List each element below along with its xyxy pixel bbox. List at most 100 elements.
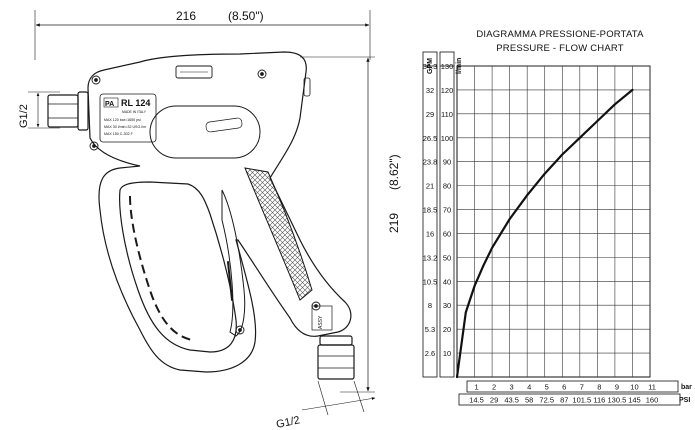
y-primary-column (439, 51, 455, 378)
x-tick-label: 10 (630, 383, 638, 392)
x-tick-label: 2 (492, 383, 496, 392)
plate-line1: MAX 120 bar=1650 psi (104, 118, 141, 122)
plate-model: RL 124 (121, 98, 150, 108)
pressure-flow-chart: DIAGRAMMA PRESSIONE-PORTATA PRESSURE - F… (422, 29, 692, 406)
x-secondary-tick-label: 43.5 (504, 396, 519, 405)
y-tick-label: 70 (443, 206, 451, 215)
chart-series (455, 88, 634, 379)
y-tick-label: 110 (441, 110, 453, 119)
y-secondary-tick-label: 2.6 (425, 349, 435, 358)
spray-gun-drawing: 216 (8.50") 219 (8.62") G1/2 (18, 9, 401, 430)
curve-point (614, 103, 616, 106)
width-dim-label: 216 (176, 9, 196, 23)
plate-brand: PA (105, 101, 114, 108)
safety-lever (149, 105, 261, 159)
x-tick-label: 8 (597, 383, 601, 392)
y-tick-label: 50 (443, 253, 451, 262)
x-secondary-tick-label: 29 (490, 396, 498, 405)
y-tick-label: 20 (443, 325, 451, 334)
x-tick-label: 11 (648, 383, 656, 392)
y-secondary-tick-label: 34.3 (423, 62, 438, 71)
width-dimension (34, 10, 371, 60)
curve-point (482, 264, 485, 267)
lever-badge (205, 117, 243, 133)
screws (89, 69, 321, 335)
curve-point (631, 89, 634, 91)
y-secondary-tick-label: 26.5 (423, 134, 438, 143)
chart-grid (456, 65, 651, 378)
grip-channel (129, 195, 193, 341)
inlet-nut (47, 91, 89, 131)
x-secondary-tick-label: 116 (593, 396, 605, 405)
x-secondary-tick-label: 87 (560, 396, 568, 405)
x-secondary-row (458, 393, 681, 406)
y-tick-label: 30 (443, 301, 451, 310)
x-tick-label: 1 (474, 383, 478, 392)
x-tick-label: 6 (562, 383, 566, 392)
y-tick-label: 60 (443, 229, 451, 238)
x-tick-label: 4 (527, 383, 531, 392)
x-secondary-tick-label: 145 (628, 396, 641, 405)
x-secondary-tick-label: 58 (525, 396, 533, 405)
height-dim-label: 219 (387, 213, 401, 233)
grip-window (119, 181, 237, 353)
plot-frame (456, 65, 651, 378)
x-tick-label: 3 (510, 383, 514, 392)
y-secondary-tick-label: 5.3 (425, 325, 435, 334)
svg-text:ASSY: ASSY (318, 315, 324, 329)
curve-point (508, 218, 511, 221)
plate-made-in: MADE IN ITALY (122, 110, 147, 114)
outlet-nut (317, 335, 355, 380)
y-tick-label: 120 (441, 86, 454, 95)
height-dimension (300, 56, 375, 393)
y-tick-label: 80 (443, 182, 451, 191)
curve-point (561, 153, 564, 156)
y-unit-label: l/min (456, 58, 463, 74)
width-dim-inch-label: (8.50") (228, 9, 264, 23)
plate-line2: MAX 30 l/min=32 USG.l/m (104, 125, 146, 129)
y-secondary-tick-label: 23.8 (423, 158, 438, 167)
x-secondary-tick-label: 14.5 (469, 396, 484, 405)
curve-point (473, 285, 476, 287)
y-secondary-tick-label: 18.5 (423, 206, 438, 215)
y-secondary-tick-label: 8 (428, 301, 432, 310)
curve-point (596, 120, 599, 122)
curve-point (543, 172, 546, 175)
x-primary-row (466, 380, 679, 393)
x-unit-label: bar (681, 384, 692, 391)
outlet-thread-dimension (301, 380, 376, 416)
y-secondary-tick-label: 10.5 (423, 277, 438, 286)
y-axis-columns (422, 51, 455, 378)
tick-labels: 1020304050607080901001101201302.65.3810.… (423, 62, 659, 405)
y-tick-label: 40 (443, 277, 451, 286)
curve-point (491, 246, 493, 249)
y-tick-label: 100 (441, 134, 454, 143)
curve-point (526, 194, 529, 197)
x-secondary-tick-label: 160 (646, 396, 659, 405)
outlet-thread-label: G1/2 (275, 414, 301, 430)
top-slot (175, 65, 213, 79)
x-tick-label: 7 (580, 383, 584, 392)
handle-knurl (244, 167, 313, 301)
x-tick-label: 5 (545, 383, 549, 392)
gun-body-outline (87, 51, 352, 373)
y-secondary-tick-label: 21 (426, 182, 434, 191)
y-secondary-tick-label: 16 (426, 229, 434, 238)
x-secondary-tick-label: 101.5 (572, 396, 591, 405)
plate-line3: MAX 150 C-302 F (104, 132, 134, 136)
y-tick-label: 90 (443, 158, 451, 167)
inlet-thread-label: G1/2 (18, 104, 30, 128)
inlet-thread-dimension (28, 91, 60, 129)
x-unit-secondary-label: PSI (679, 397, 690, 404)
y-secondary-tick-label: 29 (426, 110, 434, 119)
height-dim-inch-label: (8.62") (387, 154, 401, 190)
curve-point (464, 311, 467, 314)
y-unit-secondary-label: GPM (427, 58, 434, 74)
curve-point (456, 376, 458, 378)
curve-point (578, 136, 581, 139)
trigger (221, 189, 246, 337)
x-tick-label: 9 (615, 383, 619, 392)
chart-title: DIAGRAMMA PRESSIONE-PORTATA (476, 29, 644, 40)
